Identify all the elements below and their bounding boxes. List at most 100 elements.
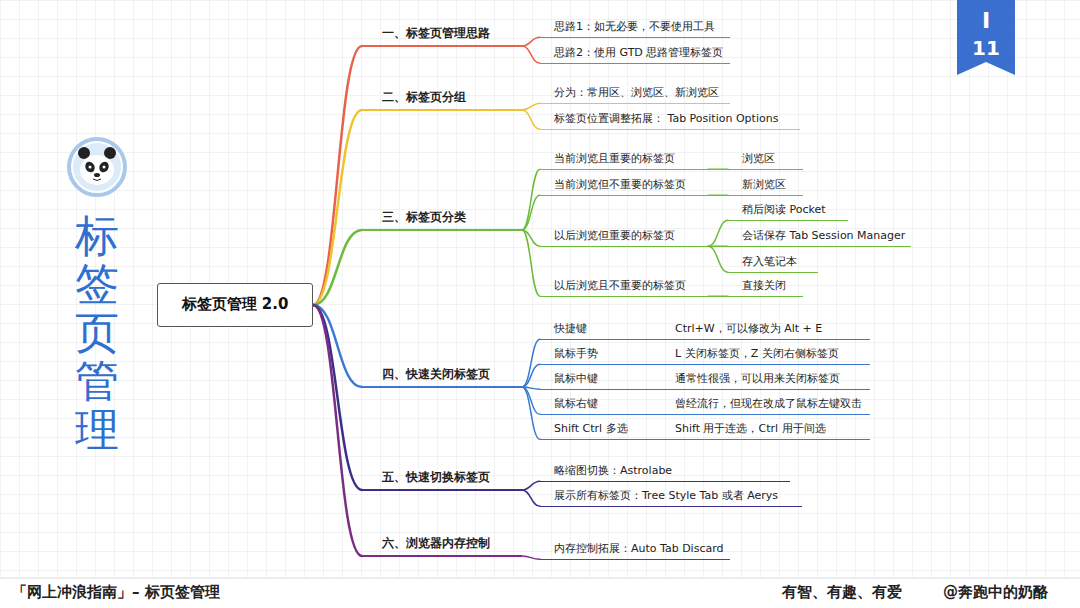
topic-text: 内存控制拓展：Auto Tab Discard — [554, 542, 724, 556]
topic-text: 标签页管理 2.0 — [182, 295, 289, 315]
footer-author: @奔跑中的奶酪 — [943, 583, 1048, 601]
method-note: Ctrl+W，可以修改为 Alt + E — [675, 322, 822, 336]
topic-text: 思路1：如无必要，不要使用工具 — [554, 20, 715, 34]
topic-text: 当前浏览但不重要的标签页 — [554, 178, 686, 192]
panda-logo — [69, 139, 125, 195]
sub-branch — [708, 246, 728, 272]
topic-text: 一、标签页管理思路 — [382, 26, 490, 42]
main-branch — [313, 46, 362, 305]
subtopic: 内存控制拓展：Auto Tab Discard — [540, 540, 730, 560]
method-note: Shift 用于连选，Ctrl 用于间选 — [675, 422, 826, 436]
subtopic-row: 鼠标手势L 关闭标签页，Z 关闭右侧标签页 — [540, 345, 870, 365]
branch-topic: 四、快速关闭标签页 — [362, 365, 522, 388]
branch-topic: 一、标签页管理思路 — [362, 24, 522, 47]
topic-text: 五、快速切换标签页 — [382, 470, 490, 486]
subtopic: 新浏览区 — [728, 176, 803, 196]
vertical-title: 标签页管理 — [75, 212, 119, 454]
sub-branch — [522, 364, 540, 387]
topic-text: 四、快速关闭标签页 — [382, 367, 490, 383]
subtopic: 当前浏览且重要的标签页 — [540, 150, 708, 170]
topic-text: 当前浏览且重要的标签页 — [554, 152, 675, 166]
subtopic-row: 快捷键Ctrl+W，可以修改为 Alt + E — [540, 320, 870, 340]
branch-topic: 六、浏览器内存控制 — [362, 534, 522, 557]
badge-ribbon — [957, 0, 1015, 75]
subtopic: 稍后阅读 Pocket — [728, 201, 848, 221]
method-name: Shift Ctrl 多选 — [554, 422, 675, 436]
sub-branch — [522, 195, 540, 230]
footer-rule — [0, 578, 1080, 579]
badge-chapter: I — [982, 8, 990, 34]
method-name: 鼠标右键 — [554, 397, 675, 411]
branch-topic: 五、快速切换标签页 — [362, 468, 522, 491]
sub-branch — [522, 387, 540, 439]
main-branch — [313, 305, 362, 387]
subtopic: 以后浏览但重要的标签页 — [540, 227, 708, 247]
topic-text: 三、标签页分类 — [382, 210, 466, 226]
sub-branch — [708, 195, 728, 197]
topic-text: 浏览区 — [742, 152, 775, 166]
sub-branch — [522, 103, 540, 110]
topic-text: 以后浏览但重要的标签页 — [554, 229, 675, 243]
method-note: L 关闭标签页，Z 关闭右侧标签页 — [675, 347, 839, 361]
subtopic: 分为：常用区、浏览区、新浏览区 — [540, 84, 730, 104]
sub-branch — [522, 110, 540, 129]
footer-bar — [0, 578, 1080, 608]
method-note: 曾经流行，但现在改成了鼠标左键双击 — [675, 397, 862, 411]
sub-branch — [522, 339, 540, 387]
sub-branch — [522, 46, 540, 63]
method-note: 通常性很强，可以用来关闭标签页 — [675, 372, 840, 386]
badge-number: 11 — [972, 36, 1000, 60]
topic-text: 标签页位置调整拓展： Tab Position Options — [554, 112, 778, 126]
sub-branch — [522, 169, 540, 230]
sub-branch — [522, 556, 540, 559]
subtopic: 略缩图切换：Astrolabe — [540, 462, 790, 482]
subtopic-row: 鼠标右键曾经流行，但现在改成了鼠标左键双击 — [540, 395, 870, 415]
topic-text: 稍后阅读 Pocket — [742, 203, 826, 217]
subtopic: 思路1：如无必要，不要使用工具 — [540, 18, 730, 38]
topic-text: 以后浏览且不重要的标签页 — [554, 279, 686, 293]
topic-text: 展示所有标签页：Tree Style Tab 或者 Aerys — [554, 489, 778, 503]
sub-branch — [522, 490, 540, 506]
grid — [0, 0, 1080, 578]
topic-text: 存入笔记本 — [742, 255, 797, 269]
main-branch — [313, 305, 362, 490]
topic-text: 直接关闭 — [742, 279, 786, 293]
main-branch — [313, 230, 362, 305]
main-branch — [313, 110, 362, 305]
topic-text: 会话保存 Tab Session Manager — [742, 229, 905, 243]
subtopic: 会话保存 Tab Session Manager — [728, 227, 911, 247]
sub-branch — [708, 169, 728, 171]
subtopic-row: 鼠标中键通常性很强，可以用来关闭标签页 — [540, 370, 870, 390]
topic-text: 二、标签页分组 — [382, 90, 466, 106]
sub-branch — [522, 481, 540, 490]
central-topic: 标签页管理 2.0 — [157, 283, 313, 327]
footer-slogan: 有智、有趣、有爱 — [782, 583, 902, 601]
branch-topic: 二、标签页分组 — [362, 88, 522, 111]
footer-series: 「网上冲浪指南」– 标页签管理 — [12, 583, 220, 601]
subtopic: 浏览区 — [728, 150, 803, 170]
subtopic: 当前浏览但不重要的标签页 — [540, 176, 708, 196]
topic-text: 新浏览区 — [742, 178, 786, 192]
subtopic: 标签页位置调整拓展： Tab Position Options — [540, 110, 800, 130]
topic-text: 思路2：使用 GTD 思路管理标签页 — [554, 46, 723, 60]
sub-branch — [522, 230, 540, 296]
subtopic-row: Shift Ctrl 多选Shift 用于连选，Ctrl 用于间选 — [540, 420, 870, 440]
topic-text: 分为：常用区、浏览区、新浏览区 — [554, 86, 719, 100]
topic-text: 略缩图切换：Astrolabe — [554, 464, 672, 478]
main-branch — [313, 305, 362, 556]
method-name: 鼠标手势 — [554, 347, 675, 361]
method-name: 快捷键 — [554, 322, 675, 336]
subtopic: 存入笔记本 — [728, 253, 818, 273]
subtopic: 以后浏览且不重要的标签页 — [540, 277, 708, 297]
subtopic: 直接关闭 — [728, 277, 803, 297]
method-name: 鼠标中键 — [554, 372, 675, 386]
subtopic: 思路2：使用 GTD 思路管理标签页 — [540, 44, 730, 64]
subtopic: 展示所有标签页：Tree Style Tab 或者 Aerys — [540, 487, 802, 507]
sub-branch — [708, 220, 728, 246]
sub-branch — [522, 37, 540, 46]
sub-branch — [708, 296, 728, 298]
branch-topic: 三、标签页分类 — [362, 208, 522, 231]
